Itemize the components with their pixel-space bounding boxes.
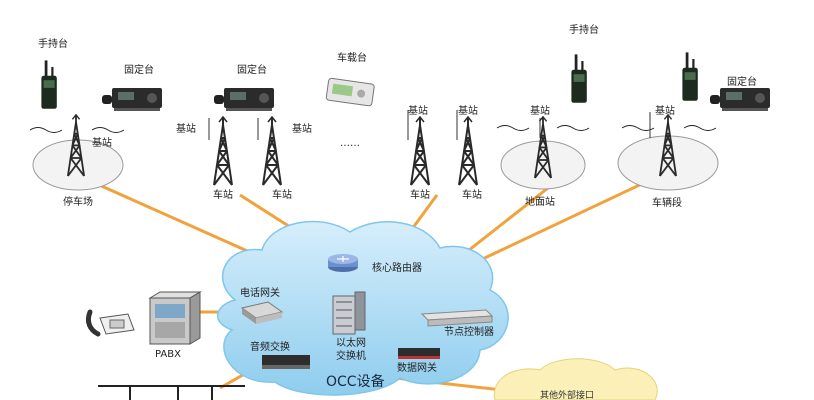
handheld-radio-left xyxy=(41,60,57,109)
data-gateway-device xyxy=(398,348,440,359)
label-base-station-5: 基站 xyxy=(458,104,478,117)
label-base-station-6: 基站 xyxy=(530,104,550,117)
label-audio-switch: 音频交换 xyxy=(250,340,290,353)
label-base-station-3: 基站 xyxy=(292,122,312,135)
label-base-station-4: 基站 xyxy=(408,104,428,117)
handheld-radio-right-1 xyxy=(571,54,587,103)
label-station-3: 车站 xyxy=(410,188,430,201)
label-pabx: PABX xyxy=(155,349,181,360)
link-vehicle-section xyxy=(454,178,651,274)
label-phone-gateway: 电话网关 xyxy=(240,286,280,299)
tower-station-3 xyxy=(410,116,430,186)
label-vehicle-section: 车辆段 xyxy=(652,196,682,209)
fixed-radio-mid xyxy=(214,88,274,111)
label-base-station-2: 基站 xyxy=(176,122,196,135)
tower-station-1 xyxy=(213,116,233,186)
label-occ-equipment: OCC设备 xyxy=(326,373,385,390)
label-station-1: 车站 xyxy=(213,188,233,201)
ethernet-switch-device xyxy=(332,291,366,335)
label-handheld-right: 手持台 xyxy=(569,23,599,36)
label-ground-station: 地面站 xyxy=(525,195,555,208)
tower-station-4 xyxy=(458,116,478,186)
radio-waves xyxy=(29,125,717,133)
bottom-bus xyxy=(98,385,245,400)
label-fixed-right: 固定台 xyxy=(727,75,757,88)
label-depot: 停车场 xyxy=(63,195,93,208)
label-ethernet-switch-line1: 以太网 xyxy=(336,336,366,349)
telephone-device xyxy=(85,309,135,337)
external-cloud xyxy=(493,358,658,400)
core-router-device xyxy=(328,254,358,272)
vehicle-radio xyxy=(325,77,375,107)
links xyxy=(87,178,651,394)
label-data-gateway: 数据网关 xyxy=(397,361,437,374)
fixed-radio-right xyxy=(710,88,770,111)
label-base-station-1: 基站 xyxy=(92,136,112,149)
node-controller-device xyxy=(420,309,494,327)
vehicle-section-ellipse xyxy=(617,135,719,191)
pabx-device xyxy=(148,291,202,345)
label-node-controller: 节点控制器 xyxy=(444,325,494,338)
label-station-4: 车站 xyxy=(462,188,482,201)
label-ellipsis: …… xyxy=(340,138,360,149)
base-station-brackets xyxy=(208,110,651,140)
link-depot xyxy=(87,178,273,264)
fixed-radio-left xyxy=(102,88,162,111)
labels: 手持台 固定台 固定台 车载台 手持台 固定台 基站 基站 基站 基站 基站 基… xyxy=(38,23,757,400)
label-fixed-mid: 固定台 xyxy=(237,63,267,76)
label-vehicle: 车载台 xyxy=(337,51,367,64)
audio-switch-device xyxy=(262,355,310,369)
label-fixed-left: 固定台 xyxy=(124,63,154,76)
label-station-2: 车站 xyxy=(272,188,292,201)
tower-station-2 xyxy=(262,116,282,186)
label-base-station-7: 基站 xyxy=(655,104,675,117)
label-core-router: 核心路由器 xyxy=(372,261,422,274)
label-external-interface: 其他外部接口 xyxy=(540,389,594,400)
label-handheld-left: 手持台 xyxy=(38,37,68,50)
handheld-radio-right-2 xyxy=(682,52,698,101)
label-ethernet-switch-line2: 交换机 xyxy=(336,349,366,362)
phone-gateway-device xyxy=(240,301,284,324)
